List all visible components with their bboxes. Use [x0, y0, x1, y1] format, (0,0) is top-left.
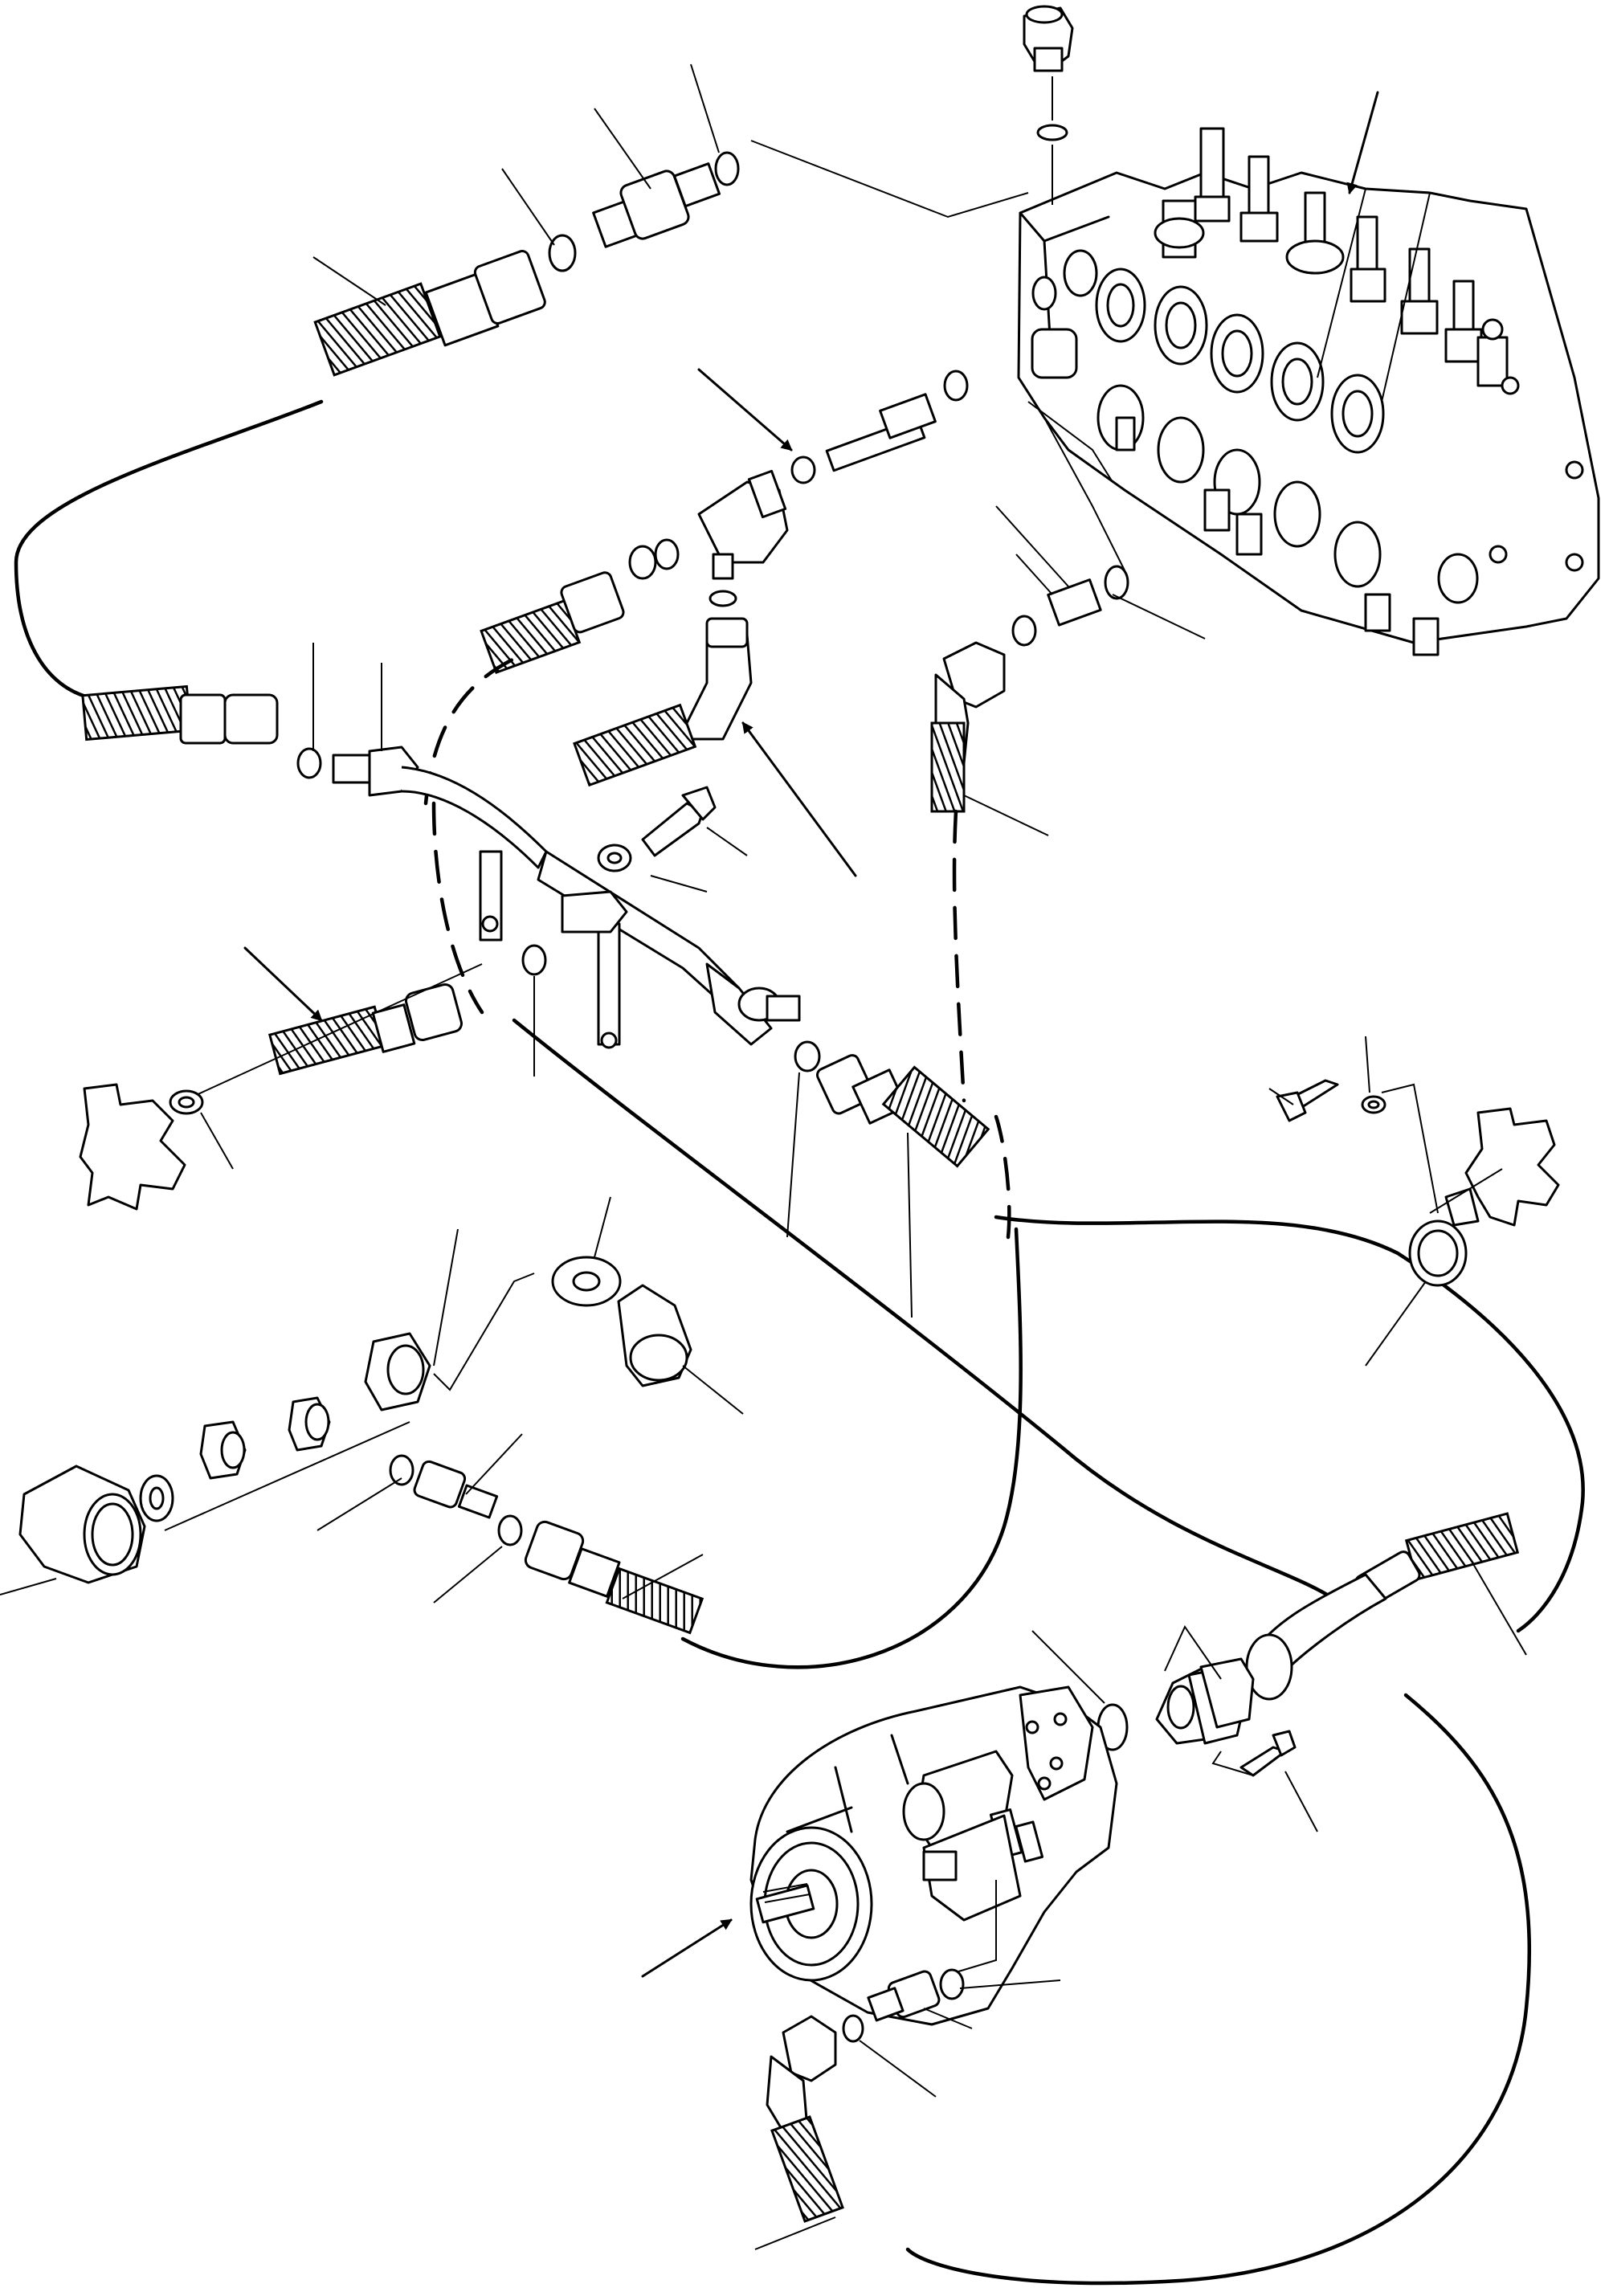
flange-bolt [1239, 1730, 1297, 1777]
left-sheet-reference-icon [79, 1083, 204, 1211]
tee-fitting-assembly [697, 370, 969, 607]
valve-levers [1154, 127, 1509, 387]
relief-valve-cap [1023, 5, 1074, 72]
right-hose-end [1245, 1512, 1520, 1701]
right-sheet-reference-icon [1464, 1107, 1560, 1227]
valve-callout-arrow-icon [1346, 91, 1379, 194]
tee-left-hose [480, 538, 680, 675]
valve-bottom-plugs [1115, 416, 1440, 656]
tee-elbow-hose [573, 617, 753, 787]
split-flange-halves [1155, 1657, 1255, 1745]
elbow-callout-arrow-icon [741, 721, 857, 877]
pump-callout-arrow-icon [641, 1918, 733, 1978]
left-hose-connection [81, 684, 375, 784]
valve-spool-stack [1031, 249, 1479, 604]
relief-o-ring [1036, 124, 1068, 141]
clamp-bolt [1276, 1079, 1386, 1122]
tee-callout-arrow-icon [697, 368, 793, 451]
coupling-sleeve [18, 1465, 146, 1584]
right-adapter-fittings [930, 565, 1129, 813]
bushing-set [139, 1332, 431, 1522]
control-valve-assembly [1017, 127, 1600, 656]
pump-elbow-hose [766, 2015, 844, 2223]
upper-hose-assembly [313, 151, 740, 377]
hose-clamp [1408, 1187, 1480, 1287]
hydraulic-pump [749, 1685, 1118, 2026]
lower-left-hose [267, 983, 463, 1076]
plug-and-washer [551, 1256, 692, 1387]
tube-bolt-and-washer [597, 786, 717, 872]
tube-right-hose [794, 1040, 990, 1168]
pump-outlet-fittings [842, 1968, 965, 2043]
lower-left-callout-arrow-icon [243, 946, 323, 1022]
lower-adapter-fittings [389, 1454, 704, 1635]
steel-tube-assembly [368, 746, 801, 1049]
